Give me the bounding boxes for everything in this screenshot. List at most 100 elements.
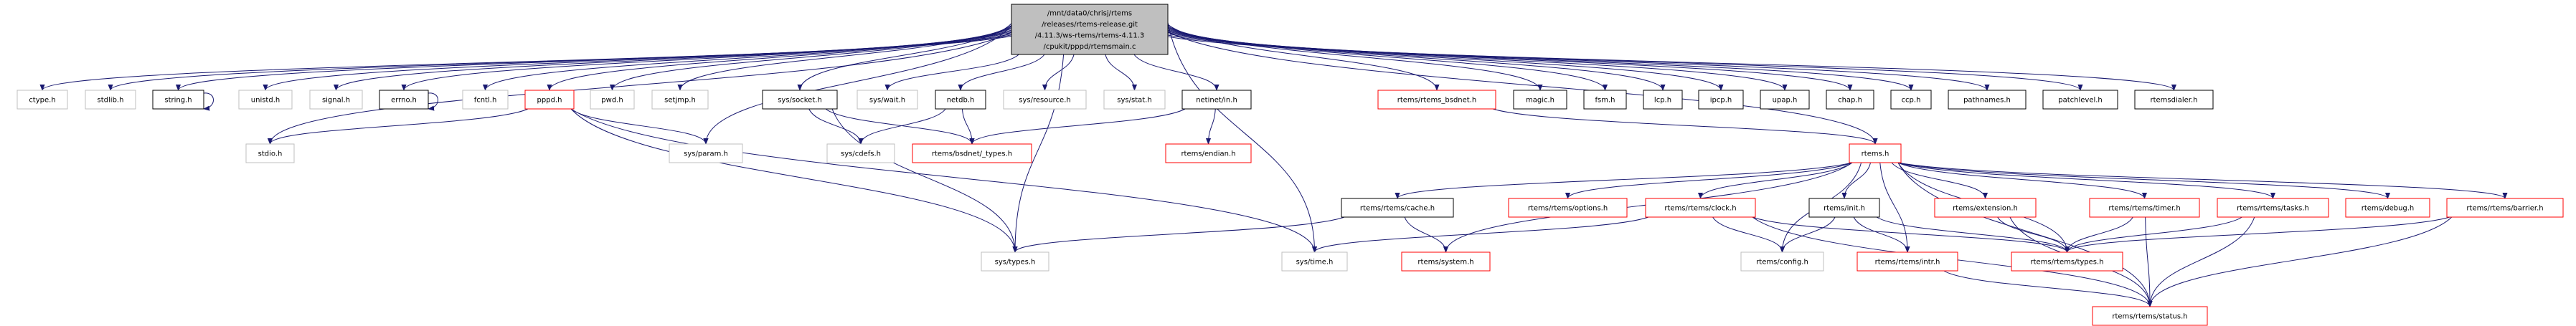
edge-intr-to-status (1943, 270, 2153, 307)
node-label: magic.h (1526, 97, 1554, 105)
node-label: rtems/rtems/status.h (2112, 313, 2187, 321)
edge-root-to-sysparam (703, 24, 1012, 145)
node-syssocket[interactable]: sys/socket.h (762, 90, 838, 110)
node-label: rtemsdialer.h (2150, 97, 2197, 105)
edge-bsdnet-to-rtemsh (1492, 108, 1878, 145)
node-upap[interactable]: upap.h (1760, 90, 1810, 110)
node-label: sys/param.h (684, 150, 728, 158)
node-errno[interactable]: errno.h (379, 90, 429, 110)
node-barrier[interactable]: rtems/rtems/barrier.h (2446, 198, 2564, 218)
node-label: rtems/rtems/timer.h (2108, 205, 2180, 213)
node-fsm[interactable]: fsm.h (1583, 90, 1627, 110)
node-box (309, 90, 363, 110)
node-timer[interactable]: rtems/rtems/timer.h (2089, 198, 2200, 218)
node-label: rtems/rtems/types.h (2030, 259, 2103, 267)
node-label: setjmp.h (664, 97, 696, 105)
edge-pppd-to-systime (570, 108, 1318, 253)
node-box (1856, 251, 1958, 272)
node-systime: sys/time.h (1281, 251, 1348, 272)
edge-syssocket-to-systypes (831, 108, 1018, 253)
node-config: rtems/config.h (1740, 251, 1824, 272)
edge-netdb-to-syscdefs (858, 108, 946, 145)
node-box (2446, 198, 2564, 218)
node-bsdnettypes[interactable]: rtems/bsdnet/_types.h (912, 143, 1032, 163)
node-box (238, 90, 293, 110)
node-label: rtems/bsdnet/_types.h (932, 150, 1012, 158)
edge-root-to-syssocket (797, 23, 1012, 91)
node-label: sys/types.h (995, 259, 1036, 267)
node-netdb[interactable]: netdb.h (935, 90, 986, 110)
edge-rtemsh-to-status (1897, 162, 2153, 307)
node-label: rtems/rtems_bsdnet.h (1397, 97, 1476, 105)
node-box (1890, 90, 1932, 110)
node-box (152, 90, 204, 110)
node-label: sys/cdefs.h (841, 150, 881, 158)
edge-pppd-to-stdio (268, 108, 529, 145)
edge-barrier-to-status (2147, 216, 2453, 307)
edge-root-to-chap (1167, 31, 1853, 91)
edge-barrier-to-rtypes (2065, 216, 2450, 253)
node-ipcp[interactable]: ipcp.h (1698, 90, 1744, 110)
edge-rtemsh-to-cache (1395, 162, 1853, 199)
node-intr[interactable]: rtems/rtems/intr.h (1856, 251, 1958, 272)
edge-root-to-rtemsdialer (1167, 36, 2176, 91)
node-magic[interactable]: magic.h (1513, 90, 1567, 110)
node-systypes: sys/types.h (981, 251, 1049, 272)
node-label: upap.h (1773, 97, 1798, 105)
node-pppd[interactable]: pppd.h (524, 90, 575, 110)
node-label: string.h (164, 97, 192, 105)
node-endian[interactable]: rtems/endian.h (1165, 143, 1252, 163)
node-pwd: pwd.h (590, 90, 635, 110)
node-debug[interactable]: rtems/debug.h (2345, 198, 2430, 218)
node-rtypes[interactable]: rtems/rtems/types.h (2011, 251, 2123, 272)
node-options[interactable]: rtems/rtems/options.h (1508, 198, 1628, 218)
edge-rtemsh-to-barrier (1897, 162, 2508, 199)
edge-rtemsh-to-tasks (1897, 162, 2275, 199)
node-chap[interactable]: chap.h (1826, 90, 1874, 110)
node-init[interactable]: rtems/init.h (1808, 198, 1880, 218)
node-fcntl: fcntl.h (462, 90, 509, 110)
node-label: sys/socket.h (778, 97, 822, 105)
node-pathnames[interactable]: pathnames.h (1948, 90, 2027, 110)
node-status[interactable]: rtems/rtems/status.h (2092, 306, 2208, 326)
node-box (1341, 198, 1454, 218)
node-box (1643, 90, 1683, 110)
node-ccp[interactable]: ccp.h (1890, 90, 1932, 110)
edge-tasks-to-rtypes (2064, 216, 2242, 253)
edge-netinetin-to-endian (1205, 108, 1216, 145)
node-box (2011, 251, 2123, 272)
node-label: ipcp.h (1710, 97, 1732, 105)
edge-init-to-intr (1853, 216, 1910, 253)
node-netinetin[interactable]: netinet/in.h (1181, 90, 1252, 110)
node-stdlib: stdlib.h (85, 90, 136, 110)
node-box (1011, 4, 1169, 55)
node-label: unistd.h (251, 97, 280, 105)
edge-root-to-patchlevel (1167, 34, 2083, 91)
node-rtemsh[interactable]: rtems.h (1849, 143, 1902, 163)
root-file-node[interactable]: /mnt/data0/chrisj/rtems/releases/rtems-r… (1011, 4, 1169, 55)
node-string[interactable]: string.h (152, 90, 204, 110)
node-label: sys/stat.h (1117, 97, 1151, 105)
node-label: signal.h (322, 97, 350, 105)
edge-root-to-sysstat (1105, 54, 1138, 91)
node-label: rtems/rtems/tasks.h (2237, 205, 2309, 213)
node-box (524, 90, 575, 110)
node-box (2089, 198, 2200, 218)
edge-rtemsh-to-extension (1891, 162, 1988, 199)
node-rtemsdialer[interactable]: rtemsdialer.h (2134, 90, 2214, 110)
node-tasks[interactable]: rtems/rtems/tasks.h (2217, 198, 2329, 218)
node-patchlevel[interactable]: patchlevel.h (2042, 90, 2118, 110)
node-system[interactable]: rtems/system.h (1401, 251, 1491, 272)
node-lcp[interactable]: lcp.h (1643, 90, 1683, 110)
node-box (16, 90, 68, 110)
node-box (651, 90, 709, 110)
node-cache[interactable]: rtems/rtems/cache.h (1341, 198, 1454, 218)
node-label: fsm.h (1595, 97, 1615, 105)
node-box (1401, 251, 1491, 272)
edge-root-to-signal (334, 31, 1012, 91)
node-extension[interactable]: rtems/extension.h (1934, 198, 2037, 218)
node-clock[interactable]: rtems/rtems/clock.h (1645, 198, 1756, 218)
node-box (981, 251, 1049, 272)
node-bsdnet[interactable]: rtems/rtems_bsdnet.h (1377, 90, 1496, 110)
